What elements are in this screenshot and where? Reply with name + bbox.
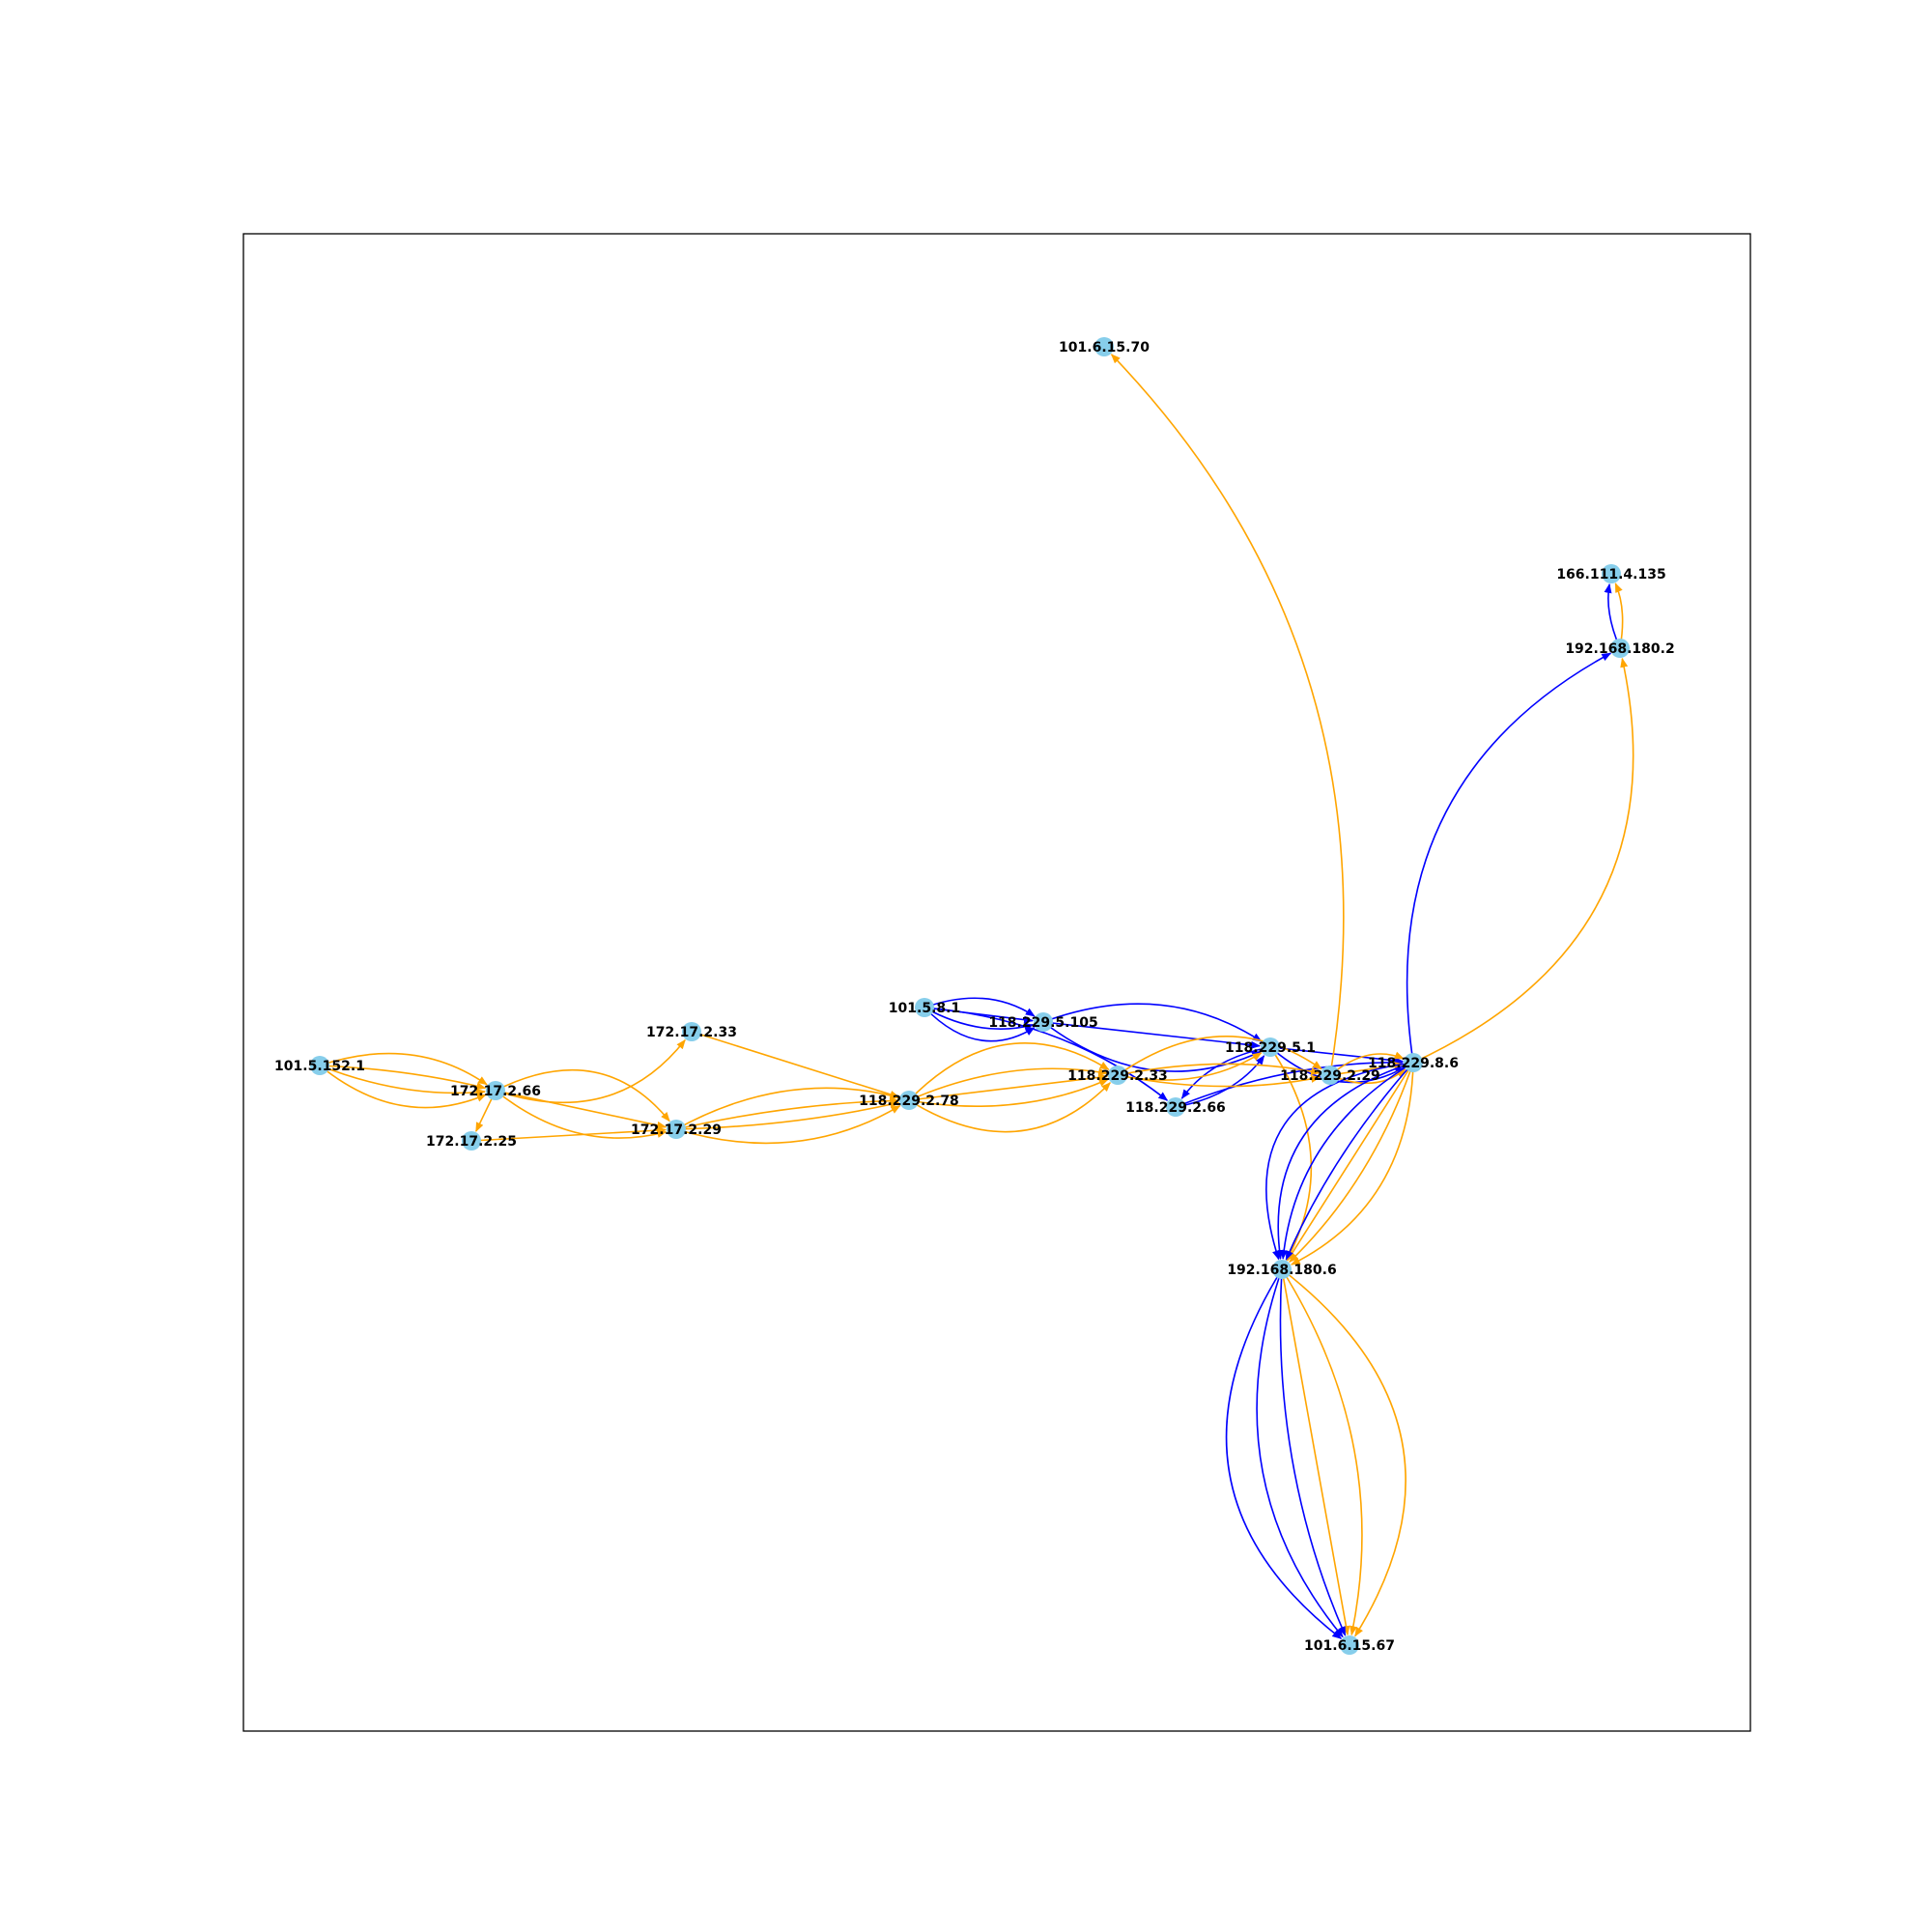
edge-118.229.8.6-to-192.168.180.6 (1275, 1062, 1414, 1261)
node-101.5.8.1[interactable] (915, 998, 934, 1017)
edge-118.229.2.78-to-118.229.2.33 (908, 1042, 1110, 1101)
node-101.5.152.1[interactable] (310, 1056, 329, 1075)
node-label-172.17.2.33: 172.17.2.33 (646, 1025, 737, 1040)
node-label-118.229.2.66: 118.229.2.66 (1125, 1100, 1226, 1116)
node-label-101.6.15.70: 101.6.15.70 (1059, 340, 1150, 355)
node-label-118.229.8.6: 118.229.8.6 (1368, 1056, 1459, 1071)
edge-101.5.152.1-to-172.17.2.66 (319, 1052, 488, 1086)
edge-172.17.2.66-to-172.17.2.29 (495, 1090, 668, 1129)
edge-118.229.8.6-to-192.168.180.6 (1289, 1062, 1414, 1264)
edge-172.17.2.66-to-172.17.2.33 (495, 1038, 686, 1104)
edge-192.168.180.2-to-166.111.4.135 (1604, 582, 1621, 649)
node-118.229.2.78[interactable] (899, 1091, 919, 1110)
edge-172.17.2.33-to-118.229.2.78 (691, 1031, 900, 1098)
edge-101.5.8.1-to-118.229.5.105 (923, 1007, 1036, 1042)
edge-118.229.2.78-to-118.229.2.33 (908, 1082, 1111, 1133)
node-label-172.17.2.29: 172.17.2.29 (631, 1122, 722, 1138)
node-label-192.168.180.6: 192.168.180.6 (1227, 1263, 1336, 1278)
edge-118.229.5.105-to-118.229.5.1 (1042, 1021, 1262, 1049)
node-label-192.168.180.2: 192.168.180.2 (1565, 641, 1674, 657)
node-label-101.5.8.1: 101.5.8.1 (889, 1001, 960, 1016)
node-192.168.180.6[interactable] (1272, 1260, 1292, 1279)
edge-192.168.180.6-to-101.6.15.67 (1279, 1268, 1347, 1636)
node-label-101.6.15.67: 101.6.15.67 (1304, 1638, 1395, 1654)
node-101.6.15.70[interactable] (1094, 337, 1114, 356)
nodes-layer (310, 337, 1630, 1655)
edge-118.229.8.6-to-192.168.180.2 (1412, 657, 1634, 1064)
edge-101.5.152.1-to-172.17.2.66 (319, 1065, 487, 1091)
node-192.168.180.2[interactable] (1610, 639, 1630, 658)
edge-118.229.5.1-to-118.229.2.66 (1180, 1046, 1271, 1099)
edge-172.17.2.29-to-118.229.2.78 (675, 1087, 900, 1130)
node-118.229.2.29[interactable] (1321, 1065, 1340, 1085)
edge-118.229.2.33-to-118.229.2.29 (1117, 1036, 1322, 1076)
node-118.229.8.6[interactable] (1404, 1053, 1423, 1072)
edge-118.229.2.33-to-118.229.2.29 (1117, 1074, 1321, 1088)
node-101.6.15.67[interactable] (1340, 1635, 1359, 1655)
edge-172.17.2.29-to-118.229.2.78 (675, 1096, 900, 1130)
edge-172.17.2.29-to-118.229.2.78 (675, 1104, 901, 1145)
edge-118.229.8.6-to-192.168.180.6 (1280, 1062, 1414, 1261)
edge-172.17.2.29-to-118.229.2.78 (675, 1100, 900, 1130)
labels-layer: 101.6.15.70 166.111.4.135 192.168.180.2 101… (274, 340, 1675, 1654)
edge-192.168.180.6-to-101.6.15.67 (1256, 1268, 1344, 1638)
edge-118.229.8.6-to-192.168.180.6 (1287, 1062, 1414, 1262)
edge-118.229.8.6-to-192.168.180.6 (1285, 1062, 1414, 1261)
node-166.111.4.135[interactable] (1602, 564, 1621, 583)
edge-192.168.180.6-to-101.6.15.67 (1281, 1268, 1363, 1636)
node-118.229.5.105[interactable] (1034, 1012, 1053, 1032)
node-label-118.229.5.1: 118.229.5.1 (1225, 1040, 1316, 1056)
node-label-118.229.2.33: 118.229.2.33 (1067, 1068, 1168, 1084)
edge-118.229.8.6-to-192.168.180.6 (1290, 1062, 1414, 1265)
edge-118.229.2.78-to-118.229.2.33 (908, 1073, 1109, 1101)
edge-118.229.5.1-to-192.168.180.6 (1269, 1046, 1313, 1262)
node-118.229.2.33[interactable] (1108, 1065, 1127, 1085)
node-172.17.2.33[interactable] (682, 1022, 701, 1041)
edge-192.168.180.6-to-101.6.15.67 (1225, 1268, 1343, 1639)
node-label-172.17.2.25: 172.17.2.25 (426, 1134, 517, 1150)
edge-101.5.8.1-to-118.229.5.105 (923, 997, 1036, 1017)
node-label-118.229.2.29: 118.229.2.29 (1280, 1068, 1380, 1084)
node-118.229.5.1[interactable] (1261, 1037, 1280, 1057)
edge-118.229.5.105-to-118.229.5.1 (1042, 1003, 1263, 1042)
edge-118.229.2.78-to-118.229.2.33 (908, 1067, 1109, 1101)
edge-101.5.152.1-to-172.17.2.66 (319, 1065, 487, 1109)
edge-118.229.2.33-to-118.229.2.29 (1117, 1063, 1321, 1076)
edge-172.17.2.25-to-172.17.2.29 (470, 1126, 668, 1142)
edge-172.17.2.66-to-172.17.2.29 (495, 1090, 668, 1139)
plot-frame (242, 233, 1751, 1732)
edge-101.5.152.1-to-172.17.2.66 (319, 1065, 487, 1096)
edge-118.229.8.6-to-192.168.180.6 (1265, 1062, 1414, 1261)
edges-layer (319, 354, 1634, 1639)
edge-101.5.8.1-to-118.229.5.105 (923, 1007, 1035, 1031)
edge-101.5.8.1-to-118.229.2.66 (923, 1007, 1169, 1101)
edge-172.17.2.66-to-172.17.2.29 (495, 1068, 670, 1122)
node-118.229.2.66[interactable] (1166, 1097, 1185, 1117)
edge-118.229.8.6-to-192.168.180.2 (1406, 652, 1612, 1064)
edge-118.229.2.66-to-118.229.8.6 (1175, 1058, 1404, 1108)
node-label-118.229.5.105: 118.229.5.105 (988, 1015, 1097, 1031)
node-172.17.2.66[interactable] (486, 1081, 505, 1100)
node-label-101.5.152.1: 101.5.152.1 (274, 1059, 365, 1074)
edge-118.229.2.29-to-101.6.15.70 (1110, 354, 1345, 1076)
edge-118.229.2.78-to-118.229.2.33 (908, 1078, 1109, 1108)
node-172.17.2.29[interactable] (667, 1120, 686, 1139)
node-label-118.229.2.78: 118.229.2.78 (859, 1094, 959, 1109)
node-label-172.17.2.66: 172.17.2.66 (450, 1084, 541, 1099)
edge-192.168.180.6-to-101.6.15.67 (1281, 1268, 1350, 1636)
edge-192.168.180.6-to-101.6.15.67 (1281, 1268, 1406, 1637)
node-172.17.2.25[interactable] (462, 1131, 481, 1151)
node-label-166.111.4.135: 166.111.4.135 (1556, 567, 1665, 582)
